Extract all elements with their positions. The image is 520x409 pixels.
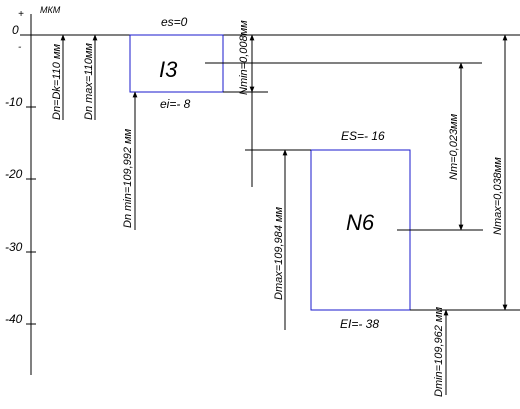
- tick-label-30: -30: [5, 240, 23, 254]
- shaft-lower-deviation: EI=- 38: [340, 317, 379, 331]
- label-dn-nominal: Dn=Dk=110 мм: [51, 44, 63, 120]
- label-n-m: Nm=0,023мм: [448, 113, 460, 180]
- axis-unit-label: МКМ: [40, 5, 61, 15]
- hole-field-name: I3: [159, 57, 178, 82]
- label-n-max: Nmax=0,038мм: [492, 157, 504, 235]
- tick-label-20: -20: [5, 167, 23, 181]
- hole-upper-deviation: es=0: [161, 15, 188, 29]
- label-dmin: Dmin=109,962 мм: [433, 307, 445, 397]
- label-dmax: Dmax=109,984 мм: [273, 206, 285, 300]
- label-dn-max: Dn max=110мм: [83, 43, 95, 120]
- tick-label-0: 0: [12, 23, 19, 37]
- tick-label-10: -10: [5, 95, 23, 109]
- shaft-field-name: N6: [346, 210, 375, 235]
- tick-label-40: -40: [5, 312, 23, 326]
- shaft-upper-deviation: ES=- 16: [341, 129, 385, 143]
- label-dn-min: Dn min=109,992 мм: [122, 128, 134, 228]
- axis-plus-sign: +: [18, 9, 24, 20]
- axis-minus-sign: -: [18, 42, 22, 53]
- label-n-min: Nmin=0,008мм: [238, 20, 250, 95]
- hole-lower-deviation: ei=- 8: [160, 97, 191, 111]
